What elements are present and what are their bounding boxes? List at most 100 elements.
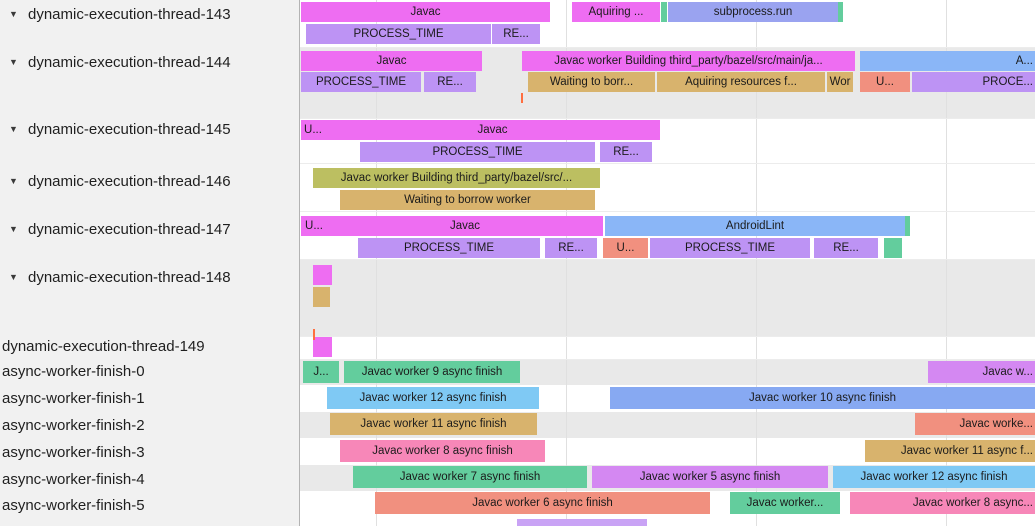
slice-label: U...	[304, 124, 322, 136]
sidebar-track-row[interactable]: ▼ dynamic-execution-thread-144	[0, 51, 298, 73]
track-divider	[300, 359, 1035, 360]
slice-label: RE...	[437, 76, 463, 88]
trace-slice[interactable]: Javac worker 5 async finish	[592, 466, 828, 488]
trace-slice[interactable]: U...	[301, 216, 327, 236]
trace-slice[interactable]	[313, 337, 332, 357]
trace-slice[interactable]: U...	[301, 120, 325, 140]
slice-label: RE...	[503, 28, 529, 40]
trace-slice[interactable]: Javac worker 12 async finish	[327, 387, 539, 409]
trace-slice[interactable]: Javac	[301, 2, 550, 22]
track-name: dynamic-execution-thread-146	[28, 172, 231, 190]
sidebar-track-row[interactable]: async-worker-finish-2	[0, 414, 300, 436]
trace-slice[interactable]: AndroidLint	[605, 216, 905, 236]
gridline	[756, 0, 757, 526]
slice-label: Javac worker 5 async finish	[639, 471, 781, 483]
trace-slice[interactable]: Javac worker Building third_party/bazel/…	[313, 168, 600, 188]
trace-slice[interactable]: Javac worker Building third_party/bazel/…	[522, 51, 855, 71]
trace-slice[interactable]: U...	[603, 238, 648, 258]
trace-slice[interactable]: PROCESS_TIME	[360, 142, 595, 162]
trace-slice[interactable]	[313, 287, 330, 307]
trace-slice[interactable]: PROCESS_TIME	[358, 238, 540, 258]
sidebar-track-row[interactable]: async-worker-finish-1	[0, 387, 300, 409]
trace-slice[interactable]: Javac	[327, 216, 603, 236]
trace-slice[interactable]	[313, 265, 332, 285]
trace-slice[interactable]: Aquiring ...	[572, 2, 660, 22]
trace-slice[interactable]: J...	[303, 361, 339, 383]
slice-label: Javac worker 11 async f...	[900, 445, 1033, 457]
trace-slice[interactable]: PROCESS_TIME	[301, 72, 421, 92]
track-name: dynamic-execution-thread-145	[28, 120, 231, 138]
trace-slice[interactable]: Javac worker 8 async...	[850, 492, 1035, 514]
trace-slice[interactable]: PROCESS_TIME	[650, 238, 810, 258]
trace-slice[interactable]	[838, 2, 843, 22]
trace-slice[interactable]: RE...	[814, 238, 878, 258]
trace-slice[interactable]	[661, 2, 667, 22]
trace-slice[interactable]: Javac worker 11 async finish	[330, 413, 537, 435]
collapse-arrow-icon[interactable]: ▼	[9, 124, 18, 134]
trace-slice[interactable]: RE...	[492, 24, 540, 44]
trace-slice[interactable]: Javac	[325, 120, 660, 140]
sidebar-track-row[interactable]: ▼ dynamic-execution-thread-145	[0, 118, 298, 140]
track-divider	[300, 259, 1035, 260]
trace-slice[interactable]: subprocess.run	[668, 2, 838, 22]
sidebar-track-row[interactable]: ▼dynamic-execution-thread-143	[0, 3, 298, 25]
trace-slice[interactable]: RE...	[545, 238, 597, 258]
sidebar-track-row[interactable]: ▼dynamic-execution-thread-147	[0, 218, 298, 240]
sidebar-track-row[interactable]: ▼ dynamic-execution-thread-146	[0, 170, 298, 192]
trace-slice[interactable]: Aquiring resources f...	[657, 72, 825, 92]
trace-slice[interactable]: Javac worker 12 async finish	[833, 466, 1035, 488]
slice-label: Javac worker 6 async finish	[472, 497, 613, 509]
slice-label: Javac w...	[982, 366, 1034, 378]
gridline	[376, 0, 377, 526]
track-name: dynamic-execution-thread-144	[28, 53, 231, 71]
sidebar-track-row[interactable]: ▼dynamic-execution-thread-148	[0, 266, 298, 288]
trace-slice[interactable]: A...	[860, 51, 1035, 71]
sidebar-track-row[interactable]: async-worker-finish-3	[0, 441, 300, 463]
collapse-arrow-icon[interactable]: ▼	[9, 9, 18, 19]
collapse-arrow-icon[interactable]: ▼	[9, 224, 18, 234]
sidebar-track-row[interactable]: async-worker-finish-4	[0, 468, 300, 490]
slice-label: Javac	[449, 220, 481, 232]
trace-slice[interactable]: Javac worker 11 async f...	[865, 440, 1035, 462]
trace-slice[interactable]: Javac worker 10 async finish	[610, 387, 1035, 409]
trace-slice[interactable]: PROCESS_TIME	[306, 24, 491, 44]
slice-label: subprocess.run	[713, 6, 793, 18]
trace-slice[interactable]: Javac worker 6 async finish	[375, 492, 710, 514]
track-divider	[300, 163, 1035, 164]
track-divider	[300, 336, 1035, 337]
sidebar-track-row[interactable]: async-worker-finish-0	[0, 360, 300, 382]
trace-slice[interactable]: PROCE...	[912, 72, 1035, 92]
trace-slice[interactable]: Javac worker 8 async finish	[340, 440, 545, 462]
trace-slice[interactable]: Wor	[827, 72, 853, 92]
partial-slice[interactable]	[517, 519, 647, 526]
trace-slice[interactable]: RE...	[424, 72, 476, 92]
slice-label: Javac worker Building third_party/bazel/…	[554, 55, 823, 67]
track-background-band	[300, 260, 1035, 336]
trace-slice[interactable]: Javac worke...	[915, 413, 1035, 435]
instant-marker[interactable]	[521, 93, 523, 103]
track-name: async-worker-finish-0	[2, 362, 145, 380]
collapse-arrow-icon[interactable]: ▼	[9, 272, 18, 282]
trace-slice[interactable]: U...	[860, 72, 910, 92]
trace-slice[interactable]: Javac worker 9 async finish	[344, 361, 520, 383]
trace-slice[interactable]: Waiting to borrow worker	[340, 190, 595, 210]
slice-label: U...	[876, 76, 894, 88]
collapse-arrow-icon[interactable]: ▼	[9, 176, 18, 186]
trace-slice[interactable]: RE...	[600, 142, 652, 162]
collapse-arrow-icon[interactable]: ▼	[9, 57, 18, 67]
sidebar-track-row[interactable]: dynamic-execution-thread-149	[0, 335, 300, 357]
track-name: dynamic-execution-thread-149	[2, 337, 205, 355]
track-name: async-worker-finish-2	[2, 416, 145, 434]
instant-marker[interactable]	[313, 329, 315, 340]
trace-slice[interactable]: Javac worker...	[730, 492, 840, 514]
trace-slice[interactable]: Javac w...	[928, 361, 1035, 383]
trace-slice[interactable]: Javac	[301, 51, 482, 71]
trace-slice[interactable]	[905, 216, 910, 236]
slice-label: Wor	[829, 76, 851, 88]
trace-slice[interactable]	[884, 238, 902, 258]
sidebar-track-row[interactable]: async-worker-finish-5	[0, 494, 300, 516]
trace-slice[interactable]: Javac worker 7 async finish	[353, 466, 587, 488]
trace-slice[interactable]: Waiting to borr...	[528, 72, 655, 92]
